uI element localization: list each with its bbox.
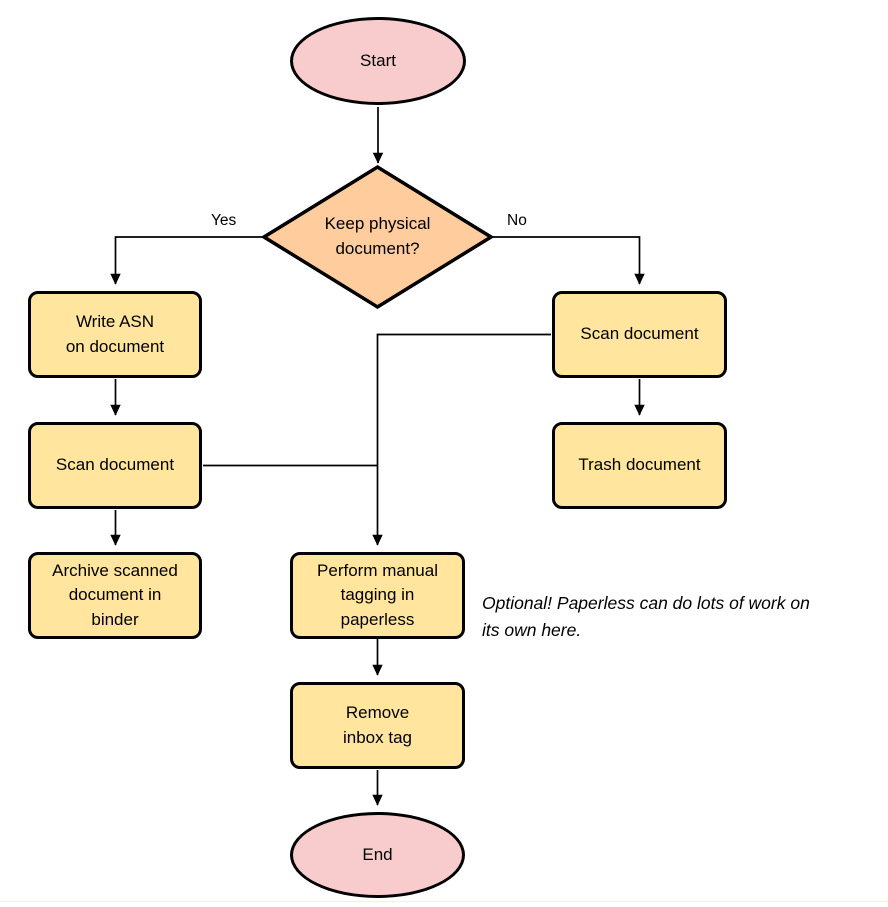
node-remove-inbox-tag-label: Remove inbox tag xyxy=(343,702,412,747)
node-scan-document-right: Scan document xyxy=(552,291,727,378)
diamond-shape-icon xyxy=(261,164,494,310)
node-trash-document-label: Trash document xyxy=(578,455,701,475)
node-scan-document-left-label: Scan document xyxy=(55,455,175,475)
node-manual-tagging-label: Perform manual tagging in paperless xyxy=(317,560,438,629)
node-scan-document-left: Scan document xyxy=(28,422,202,509)
node-write-asn: Write ASN on document xyxy=(28,291,202,378)
edge-decision-no xyxy=(492,236,645,285)
node-archive-binder-label: Archive scanned document in binder xyxy=(52,560,178,629)
edge-label-no: No xyxy=(507,212,527,229)
node-scan-document-right-label: Scan document xyxy=(580,324,699,344)
node-archive-binder: Archive scanned document in binder xyxy=(28,552,202,639)
bottom-divider xyxy=(0,901,888,902)
node-end: End xyxy=(290,812,465,898)
node-start: Start xyxy=(290,17,466,105)
node-start-label: Start xyxy=(360,50,396,70)
edge-decision-yes xyxy=(110,236,263,285)
node-write-asn-label: Write ASN on document xyxy=(65,311,165,356)
annotation-optional-note: Optional! Paperless can do lots of work … xyxy=(482,593,810,641)
node-trash-document: Trash document xyxy=(552,422,727,509)
node-remove-inbox-tag: Remove inbox tag xyxy=(290,682,465,769)
node-decision-label: Keep physical document? xyxy=(324,214,431,258)
edge-scanright-to-tagging xyxy=(372,333,551,546)
node-end-label: End xyxy=(362,844,393,864)
node-decision: Keep physical document? xyxy=(261,164,494,310)
node-manual-tagging: Perform manual tagging in paperless xyxy=(290,552,465,639)
edge-label-yes: Yes xyxy=(211,212,237,229)
